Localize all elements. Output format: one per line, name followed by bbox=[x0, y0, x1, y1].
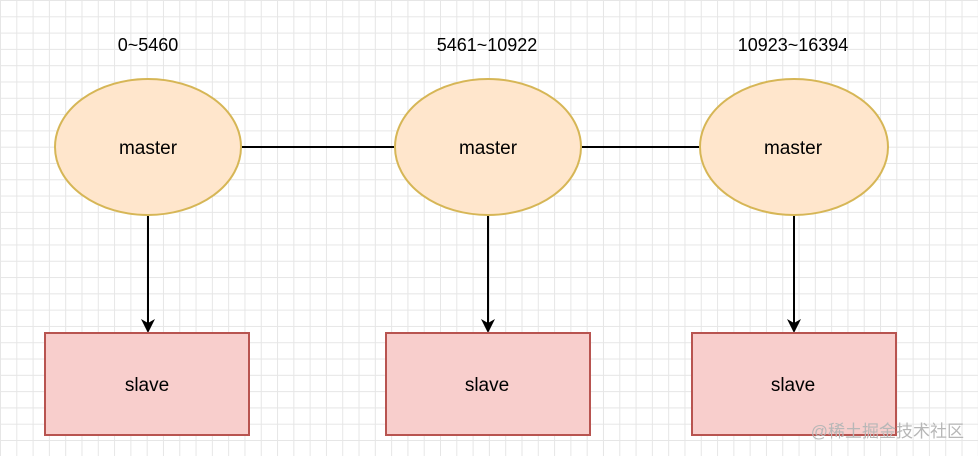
node-group-2: 5461~10922 master slave bbox=[385, 35, 591, 436]
master-node-1 bbox=[54, 78, 242, 216]
watermark-text: @稀土掘金技术社区 bbox=[811, 422, 964, 441]
node-group-3: 10923~16394 master slave bbox=[691, 35, 897, 436]
slave-label-3: slave bbox=[771, 375, 815, 396]
slave-node-1 bbox=[44, 332, 250, 436]
slave-label-1: slave bbox=[125, 375, 169, 396]
slot-range-label-2: 5461~10922 bbox=[437, 35, 538, 55]
master-node-3 bbox=[699, 78, 889, 216]
slave-label-2: slave bbox=[465, 375, 509, 396]
slave-node-3 bbox=[691, 332, 897, 436]
master-label-3: master bbox=[764, 138, 823, 159]
slot-range-label-1: 0~5460 bbox=[118, 35, 179, 55]
slot-range-label-3: 10923~16394 bbox=[738, 35, 849, 55]
node-group-1: 0~5460 master slave bbox=[44, 35, 250, 436]
slave-node-2 bbox=[385, 332, 591, 436]
master-label-1: master bbox=[119, 138, 178, 159]
master-node-2 bbox=[394, 78, 582, 216]
master-label-2: master bbox=[459, 138, 518, 159]
